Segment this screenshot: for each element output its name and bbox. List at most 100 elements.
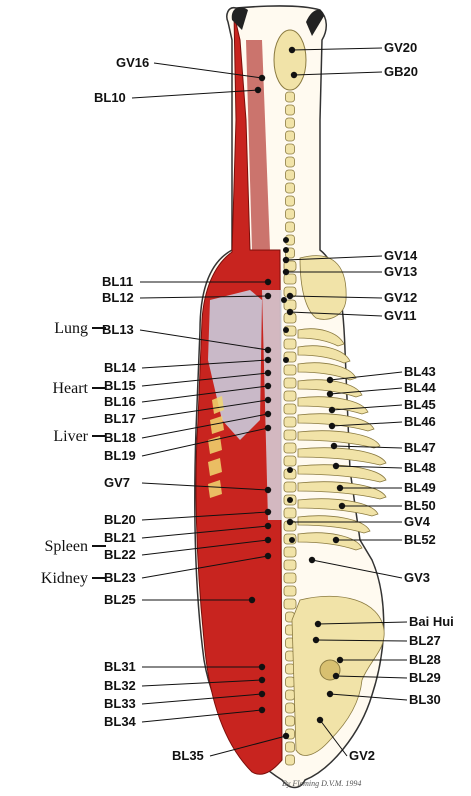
- acupoint: [287, 519, 293, 525]
- point-label-right: BL44: [404, 380, 437, 395]
- point-label-right: GV20: [384, 40, 417, 55]
- acupoint: [287, 309, 293, 315]
- acupoint: [313, 637, 319, 643]
- acupoint: [333, 673, 339, 679]
- acupoint: [265, 370, 271, 376]
- point-label-right: BL45: [404, 397, 436, 412]
- acupoint: [283, 733, 289, 739]
- acupoint: [265, 279, 271, 285]
- point-label-right: BL46: [404, 414, 436, 429]
- acupoint: [265, 357, 271, 363]
- acupoint: [339, 503, 345, 509]
- vertebra: [286, 92, 295, 102]
- acupoint: [329, 407, 335, 413]
- point-label-left: BL10: [94, 90, 126, 105]
- vertebra: [286, 196, 295, 206]
- acupoint: [255, 87, 261, 93]
- vertebra: [286, 131, 295, 141]
- vertebra: [284, 573, 296, 583]
- point-label-right: BL48: [404, 460, 436, 475]
- acupoint: [265, 523, 271, 529]
- acupoint: [327, 377, 333, 383]
- point-label-right: GV14: [384, 248, 418, 263]
- vertebra: [286, 222, 295, 232]
- acupoint: [337, 657, 343, 663]
- vertebra: [284, 430, 296, 440]
- vertebra: [284, 599, 296, 609]
- point-label-left: BL17: [104, 411, 136, 426]
- point-label-right: BL30: [409, 692, 441, 707]
- acupoint: [283, 237, 289, 243]
- vertebra: [284, 456, 296, 466]
- acupoint: [327, 391, 333, 397]
- organ-label: Kidney: [41, 570, 88, 587]
- point-label-left: BL15: [104, 378, 136, 393]
- point-label-left: GV16: [116, 55, 149, 70]
- point-label-right: BL49: [404, 480, 436, 495]
- acupoint: [287, 293, 293, 299]
- point-label-left: BL11: [102, 274, 133, 289]
- organ-label: Lung: [54, 320, 88, 337]
- vertebra: [286, 183, 295, 193]
- point-label-right: BL47: [404, 440, 436, 455]
- vertebra: [286, 170, 295, 180]
- acupoint: [259, 75, 265, 81]
- acupoint: [265, 553, 271, 559]
- point-label-left: BL33: [104, 696, 136, 711]
- vertebra: [286, 703, 295, 713]
- acupoint: [333, 537, 339, 543]
- acupoint: [291, 72, 297, 78]
- acupoint: [317, 717, 323, 723]
- acupoint: [265, 425, 271, 431]
- vertebra: [286, 690, 295, 700]
- vertebra: [284, 404, 296, 414]
- vertebra: [284, 274, 296, 284]
- vertebra: [284, 417, 296, 427]
- organ-label: Spleen: [44, 538, 88, 555]
- acupoint: [265, 397, 271, 403]
- acupoint: [259, 707, 265, 713]
- point-label-right: GV3: [404, 570, 430, 585]
- acupoint: [287, 467, 293, 473]
- point-label-right: BL27: [409, 633, 441, 648]
- vertebra: [284, 560, 296, 570]
- point-label-left: BL25: [104, 592, 136, 607]
- vertebra: [286, 677, 295, 687]
- acupoint: [283, 357, 289, 363]
- vertebra: [284, 391, 296, 401]
- acupoint: [265, 411, 271, 417]
- acupoint: [287, 497, 293, 503]
- acupoint: [337, 485, 343, 491]
- vertebra: [286, 157, 295, 167]
- acupoint: [265, 509, 271, 515]
- acupoint: [259, 691, 265, 697]
- acupoint: [283, 327, 289, 333]
- artist-signature: By Fleming D.V.M. 1994: [282, 779, 361, 788]
- point-label-left: BL31: [104, 659, 136, 674]
- point-label-right: GV11: [384, 308, 417, 323]
- acupoint: [265, 383, 271, 389]
- point-label-left: BL32: [104, 678, 136, 693]
- vertebra: [284, 378, 296, 388]
- point-label-right: BL50: [404, 498, 436, 513]
- point-label-right: BL29: [409, 670, 441, 685]
- acupoint: [249, 597, 255, 603]
- acupoint: [259, 677, 265, 683]
- point-label-right: BL43: [404, 364, 436, 379]
- point-label-left: BL35: [172, 748, 204, 763]
- organ-label: Liver: [53, 428, 88, 445]
- point-label-right: GB20: [384, 64, 418, 79]
- point-label-right: Bai Hui: [409, 614, 454, 629]
- acupoint: [333, 463, 339, 469]
- vertebra: [284, 547, 296, 557]
- vertebra: [284, 443, 296, 453]
- point-label-left: BL19: [104, 448, 136, 463]
- acupoint: [259, 664, 265, 670]
- point-label-left: BL22: [104, 547, 136, 562]
- point-label-right: GV12: [384, 290, 417, 305]
- point-label-left: BL14: [104, 360, 137, 375]
- point-label-left: BL21: [104, 530, 136, 545]
- point-label-right: BL52: [404, 532, 436, 547]
- acupoint: [265, 487, 271, 493]
